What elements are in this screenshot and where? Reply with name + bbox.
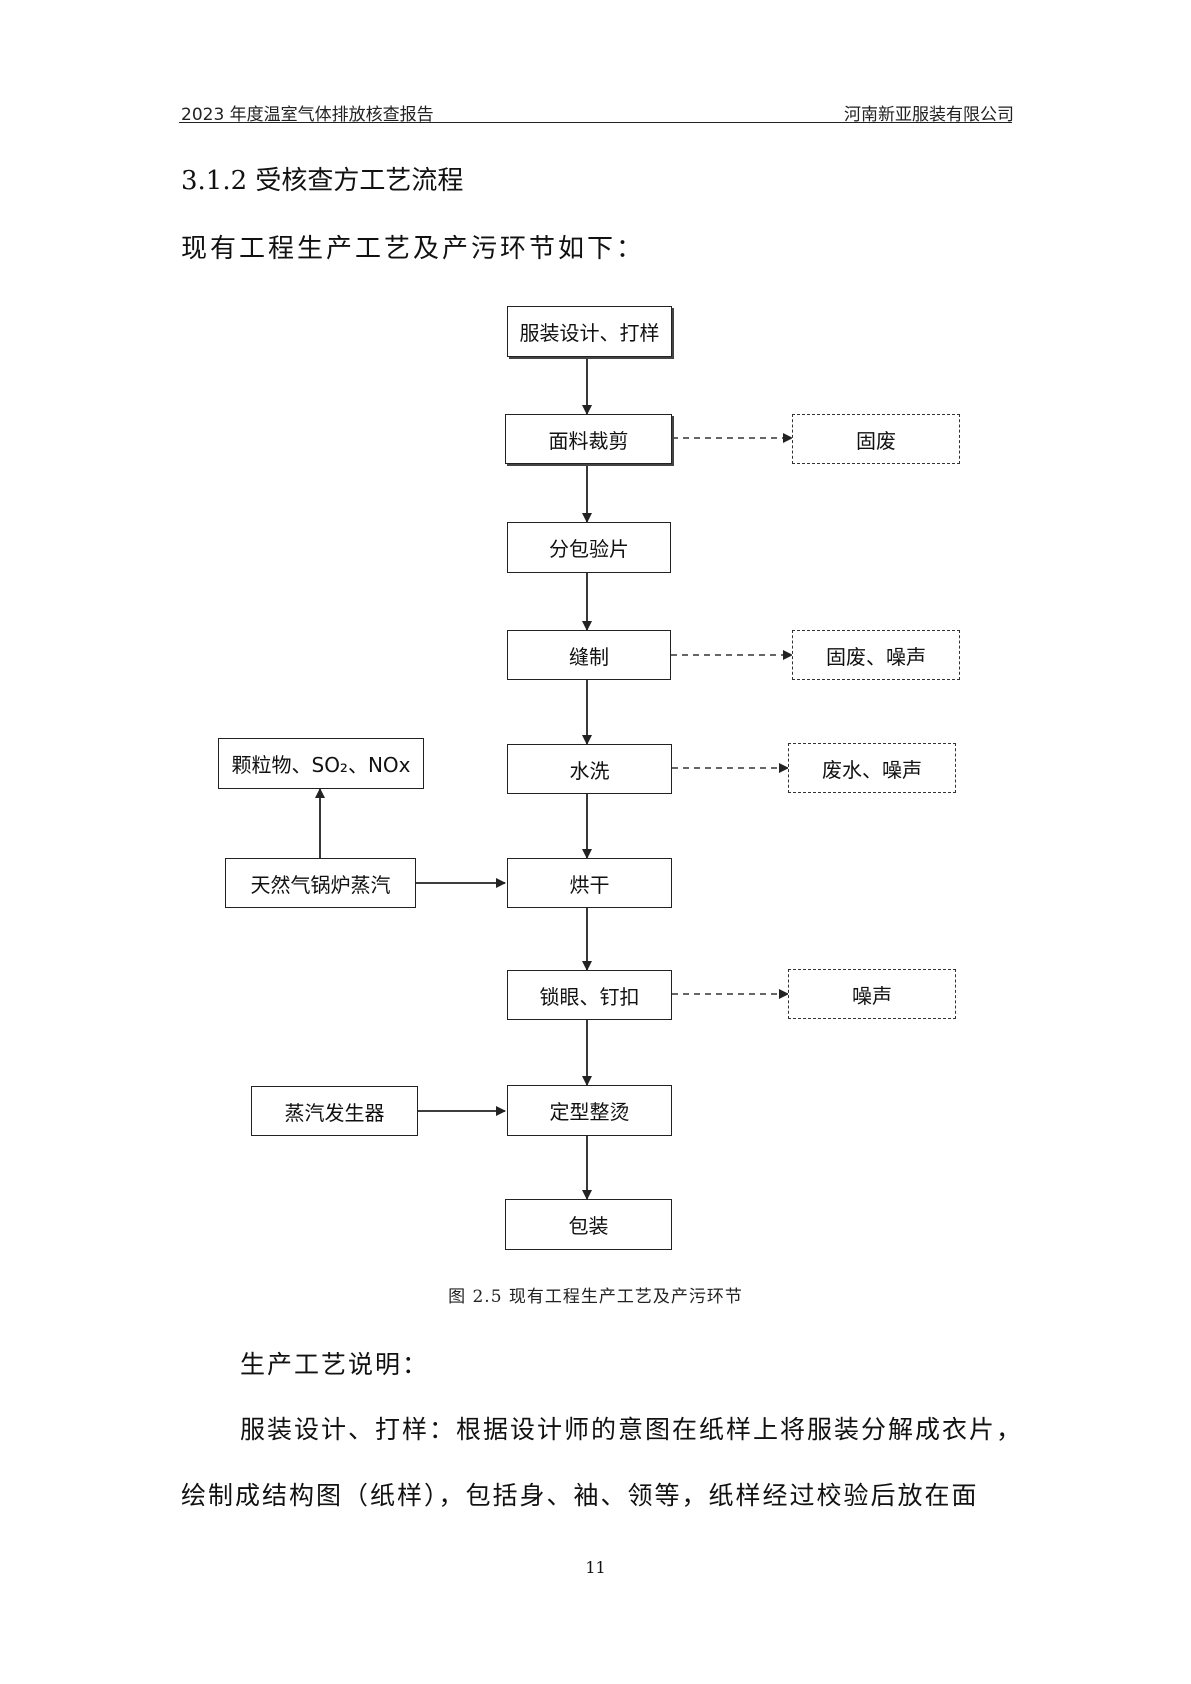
header-title: 2023 年度温室气体排放核查报告 — [181, 105, 434, 125]
output-washing: 废水、噪声 — [788, 743, 956, 793]
page-number: 11 — [585, 1558, 606, 1577]
output-buttonhole: 噪声 — [788, 969, 956, 1019]
emissions-box: 颗粒物、SO₂、NOx — [218, 738, 424, 789]
steam-generator-box: 蒸汽发生器 — [251, 1086, 418, 1136]
step-packing: 包装 — [505, 1199, 672, 1250]
figure-caption: 图 2.5 现有工程生产工艺及产污环节 — [448, 1287, 743, 1307]
step-sewing: 缝制 — [507, 630, 671, 680]
section-title: 3.1.2 受核查方工艺流程 — [181, 166, 464, 196]
header-rule — [179, 122, 1012, 123]
step-cutting: 面料裁剪 — [505, 414, 672, 464]
output-cutting: 固废 — [792, 414, 960, 464]
output-sewing: 固废、噪声 — [792, 630, 960, 680]
header-company: 河南新亚服装有限公司 — [844, 105, 1014, 125]
step-inspection: 分包验片 — [507, 522, 671, 573]
body-line-2: 绘制成结构图（纸样），包括身、袖、领等，纸样经过校验后放在面 — [181, 1481, 979, 1510]
step-buttonhole: 锁眼、钉扣 — [507, 970, 672, 1020]
step-design: 服装设计、打样 — [507, 306, 672, 357]
step-drying: 烘干 — [507, 858, 672, 908]
body-line-1: 服装设计、打样：根据设计师的意图在纸样上将服装分解成衣片， — [240, 1415, 1024, 1444]
process-description-title: 生产工艺说明： — [240, 1350, 430, 1379]
boiler-box: 天然气锅炉蒸汽 — [225, 858, 416, 908]
step-ironing: 定型整烫 — [507, 1085, 672, 1136]
intro-text: 现有工程生产工艺及产污环节如下： — [181, 234, 646, 264]
step-washing: 水洗 — [507, 744, 672, 794]
